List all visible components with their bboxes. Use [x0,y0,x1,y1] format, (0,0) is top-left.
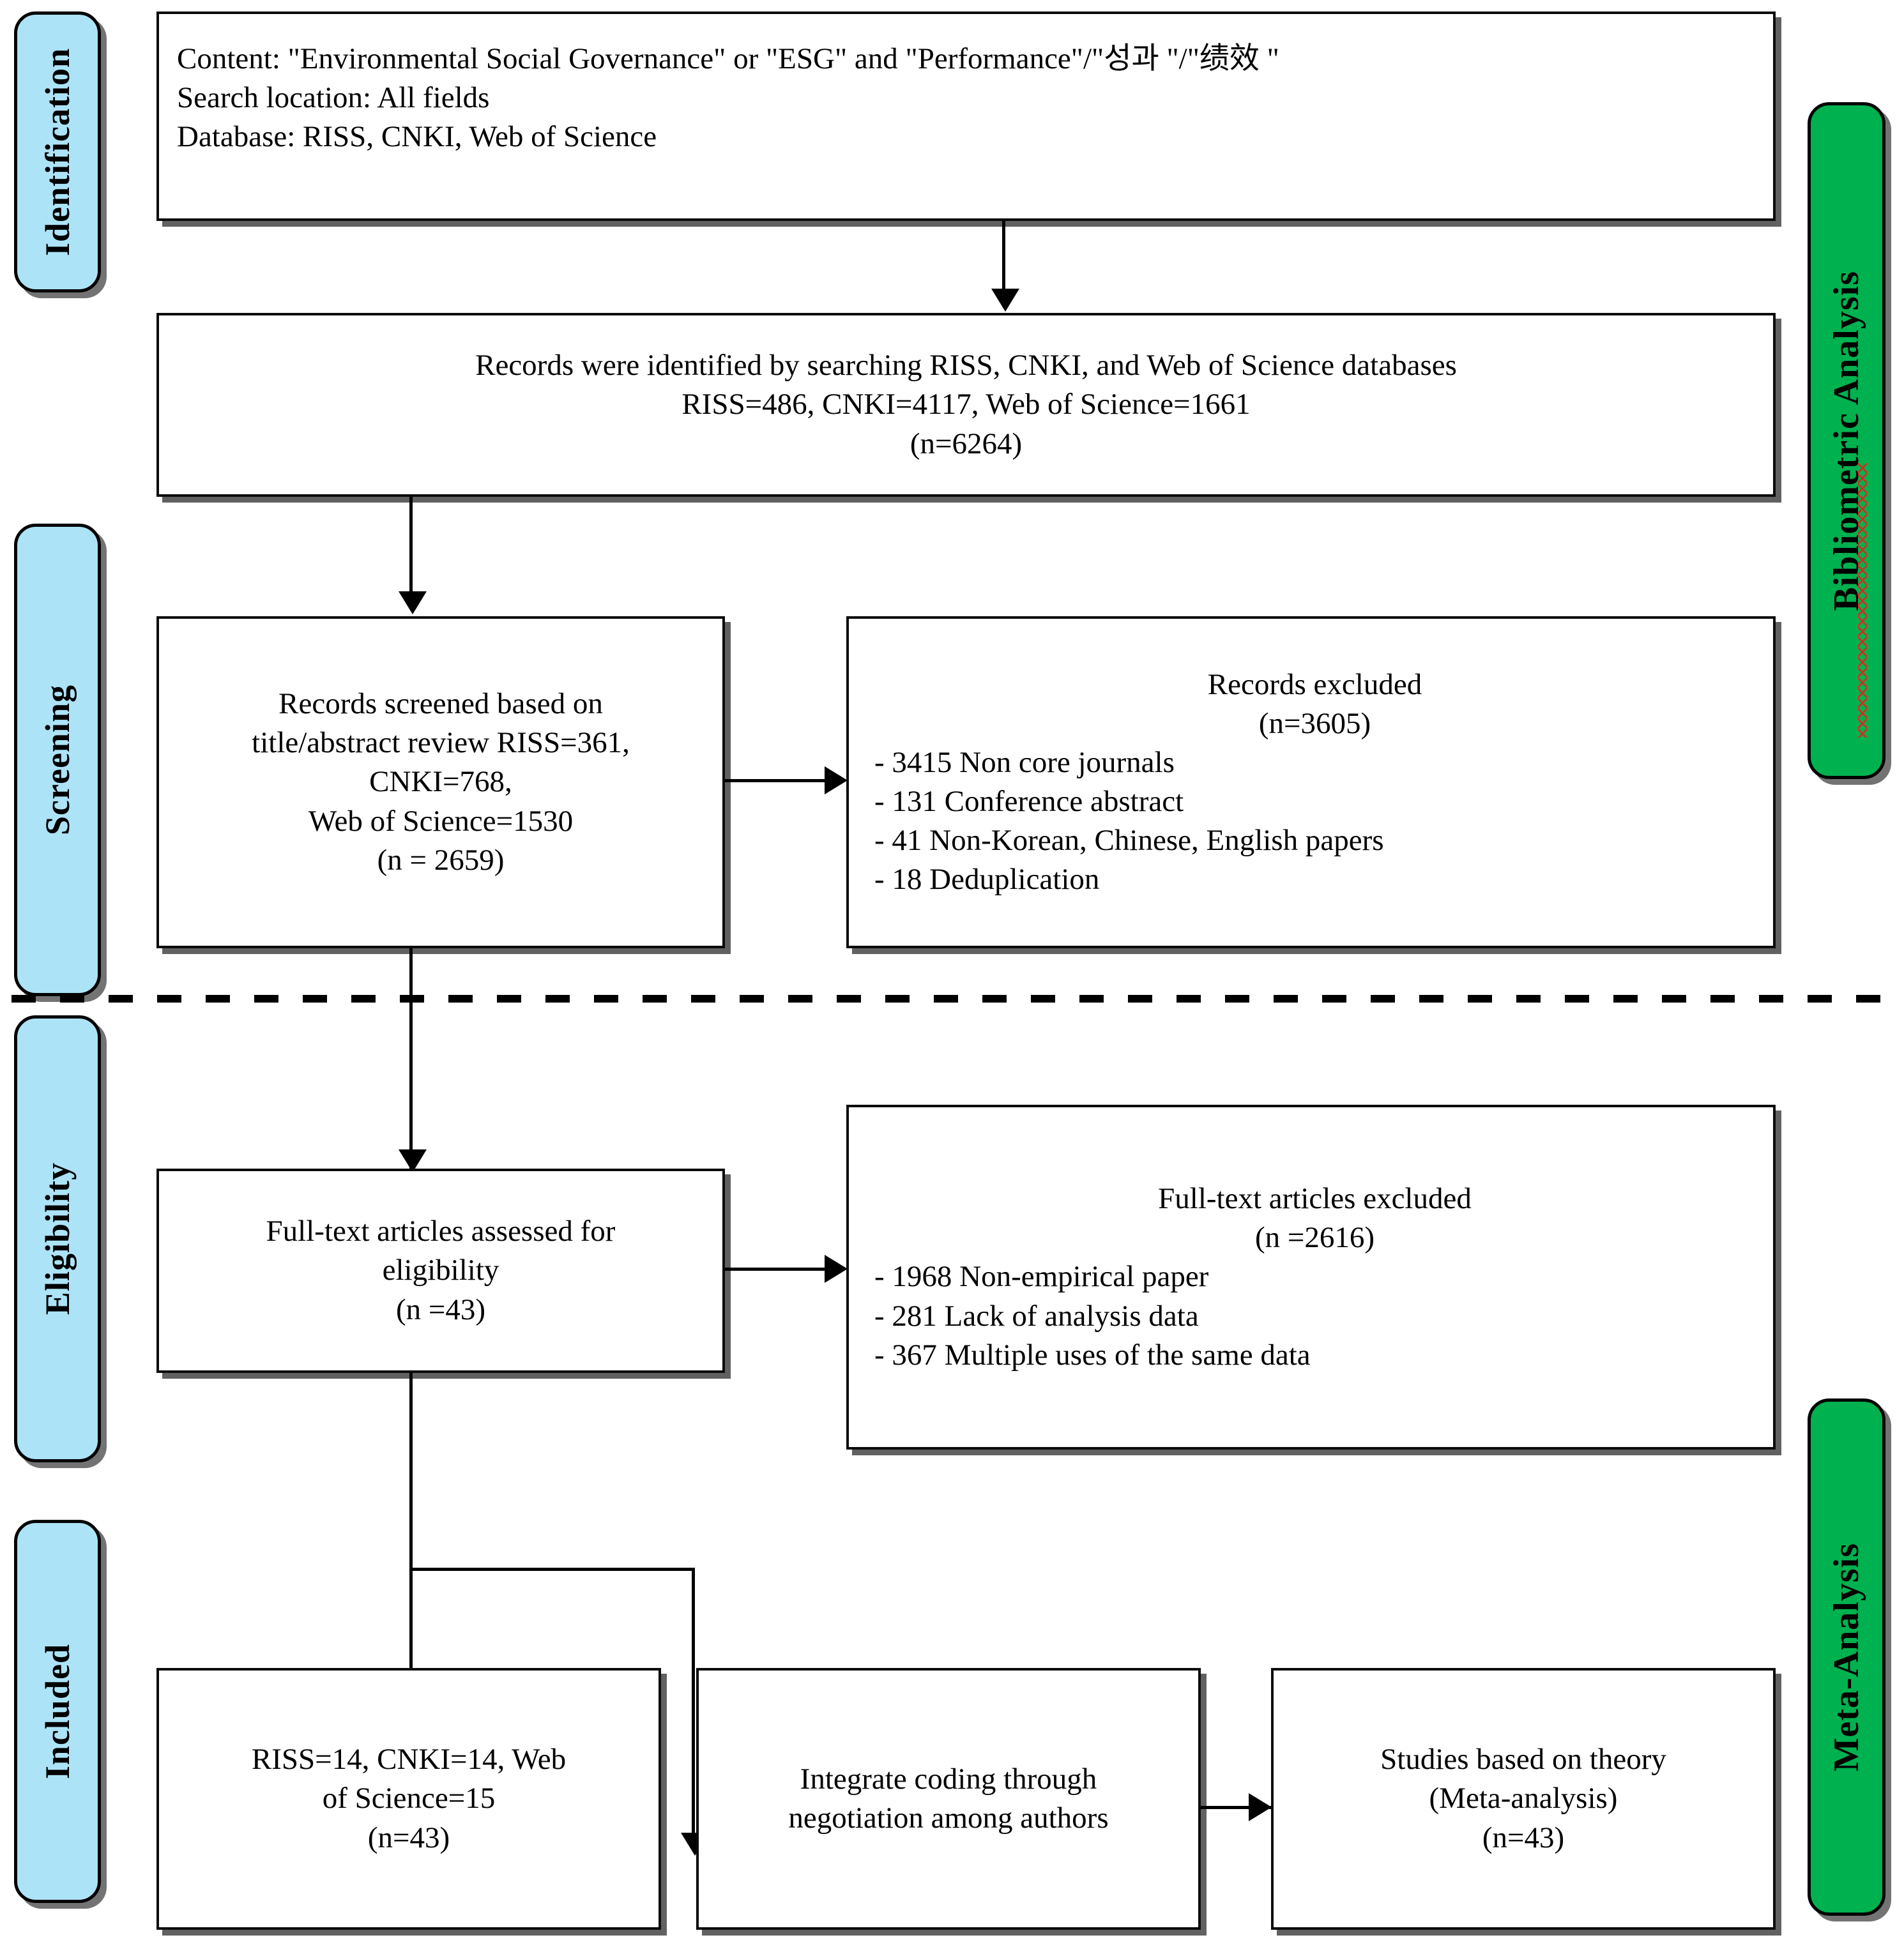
fulltext-assessed-line-1: Full-text articles assessed for [266,1215,616,1248]
fulltext-assessed-line-2: eligibility [382,1254,499,1287]
records-excluded-reason-2: - 131 Conference abstract [874,785,1184,818]
spellcheck-underline-icon [1858,463,1867,738]
search-strategy-line-content: Content: "Environmental Social Governanc… [177,42,1279,75]
included-counts-line-3: (n=43) [367,1821,450,1854]
fulltext-excluded-heading: Full-text articles excluded [1158,1182,1472,1216]
connector-screened-to-fulltext [409,948,413,1169]
studies-theory-line-3: (n=43) [1482,1821,1565,1854]
stage-label-included: Included [14,1520,101,1903]
included-counts-line-1: RISS=14, CNKI=14, Web [251,1743,567,1777]
integrate-coding-line-1: Integrate coding through [800,1762,1097,1796]
connector-eligibility-branch [409,1568,695,1571]
analysis-label-meta: Meta-Analysis [1808,1398,1885,1916]
stage-label-eligibility: Eligibility [14,1015,101,1462]
analysis-label-bibliometric: Bibliometric Analysis [1808,102,1885,779]
section-divider [11,995,1902,1003]
fulltext-excluded-reason-1: - 1968 Non-empirical paper [874,1260,1209,1294]
records-screened-line-3: CNKI=768, [369,765,512,799]
fulltext-assessed-box: Full-text articles assessed for eligibil… [156,1169,725,1373]
records-excluded-box: Records excluded (n=3605) - 3415 Non cor… [846,616,1776,948]
search-strategy-line-location: Search location: All fields [177,81,490,115]
stage-label-screening: Screening [14,524,101,996]
arrow-fulltext-to-excluded-icon [825,1255,848,1283]
connector-fulltext-to-excluded [725,1268,834,1271]
records-screened-line-5: (n = 2659) [377,843,505,877]
connector-eligibility-trunk [409,1373,413,1852]
records-identified-line-3: (n=6264) [910,427,1023,460]
records-excluded-count: (n=3605) [1258,706,1371,740]
stage-label-identification-text: Identification [38,47,77,256]
studies-theory-line-2: (Meta-analysis) [1429,1782,1618,1815]
stage-label-screening-text: Screening [38,685,77,835]
records-identified-box: Records were identified by searching RIS… [156,313,1776,497]
stage-label-identification: Identification [14,11,101,292]
records-excluded-reason-4: - 18 Deduplication [874,863,1100,897]
stage-label-included-text: Included [38,1643,77,1780]
records-excluded-reason-3: - 41 Non-Korean, Chinese, English papers [874,824,1384,858]
arrow-search-to-identified-icon [991,289,1019,312]
fulltext-excluded-reason-2: - 281 Lack of analysis data [874,1299,1199,1333]
integrate-coding-box: Integrate coding through negotiation amo… [696,1668,1201,1930]
connector-integrate-to-studies [1201,1806,1271,1809]
search-strategy-line-database: Database: RISS, CNKI, Web of Science [177,120,657,154]
fulltext-excluded-reason-3: - 367 Multiple uses of the same data [874,1338,1311,1372]
records-screened-line-4: Web of Science=1530 [308,804,574,838]
fulltext-assessed-line-3: (n =43) [395,1292,486,1326]
connector-identified-to-screened [409,497,413,599]
records-excluded-heading: Records excluded [1207,667,1422,701]
connector-search-to-identified [1002,221,1005,296]
records-screened-line-1: Records screened based on [278,687,603,721]
records-excluded-reason-1: - 3415 Non core journals [874,745,1175,779]
integrate-coding-line-2: negotiation among authors [788,1801,1109,1835]
included-counts-line-2: of Science=15 [322,1782,496,1815]
arrow-screened-to-excluded-icon [825,766,848,794]
fulltext-excluded-count: (n =2616) [1254,1221,1375,1255]
records-identified-line-2: RISS=486, CNKI=4117, Web of Science=1661 [682,388,1251,421]
records-screened-box: Records screened based on title/abstract… [156,616,725,948]
search-strategy-box: Content: "Environmental Social Governanc… [156,11,1776,221]
connector-screened-to-excluded [725,779,834,782]
connector-branch-to-integrate [692,1568,695,1849]
arrow-integrate-to-studies-icon [1249,1793,1272,1821]
stage-label-eligibility-text: Eligibility [38,1162,77,1315]
studies-theory-box: Studies based on theory (Meta-analysis) … [1271,1668,1776,1930]
records-identified-line-1: Records were identified by searching RIS… [475,349,1457,383]
records-screened-line-2: title/abstract review RISS=361, [252,726,630,760]
fulltext-excluded-box: Full-text articles excluded (n =2616) - … [846,1105,1776,1450]
arrow-identified-to-screened-icon [399,591,427,614]
included-counts-box: RISS=14, CNKI=14, Web of Science=15 (n=4… [156,1668,661,1930]
analysis-label-meta-text: Meta-Analysis [1827,1542,1866,1772]
studies-theory-line-1: Studies based on theory [1380,1743,1666,1777]
